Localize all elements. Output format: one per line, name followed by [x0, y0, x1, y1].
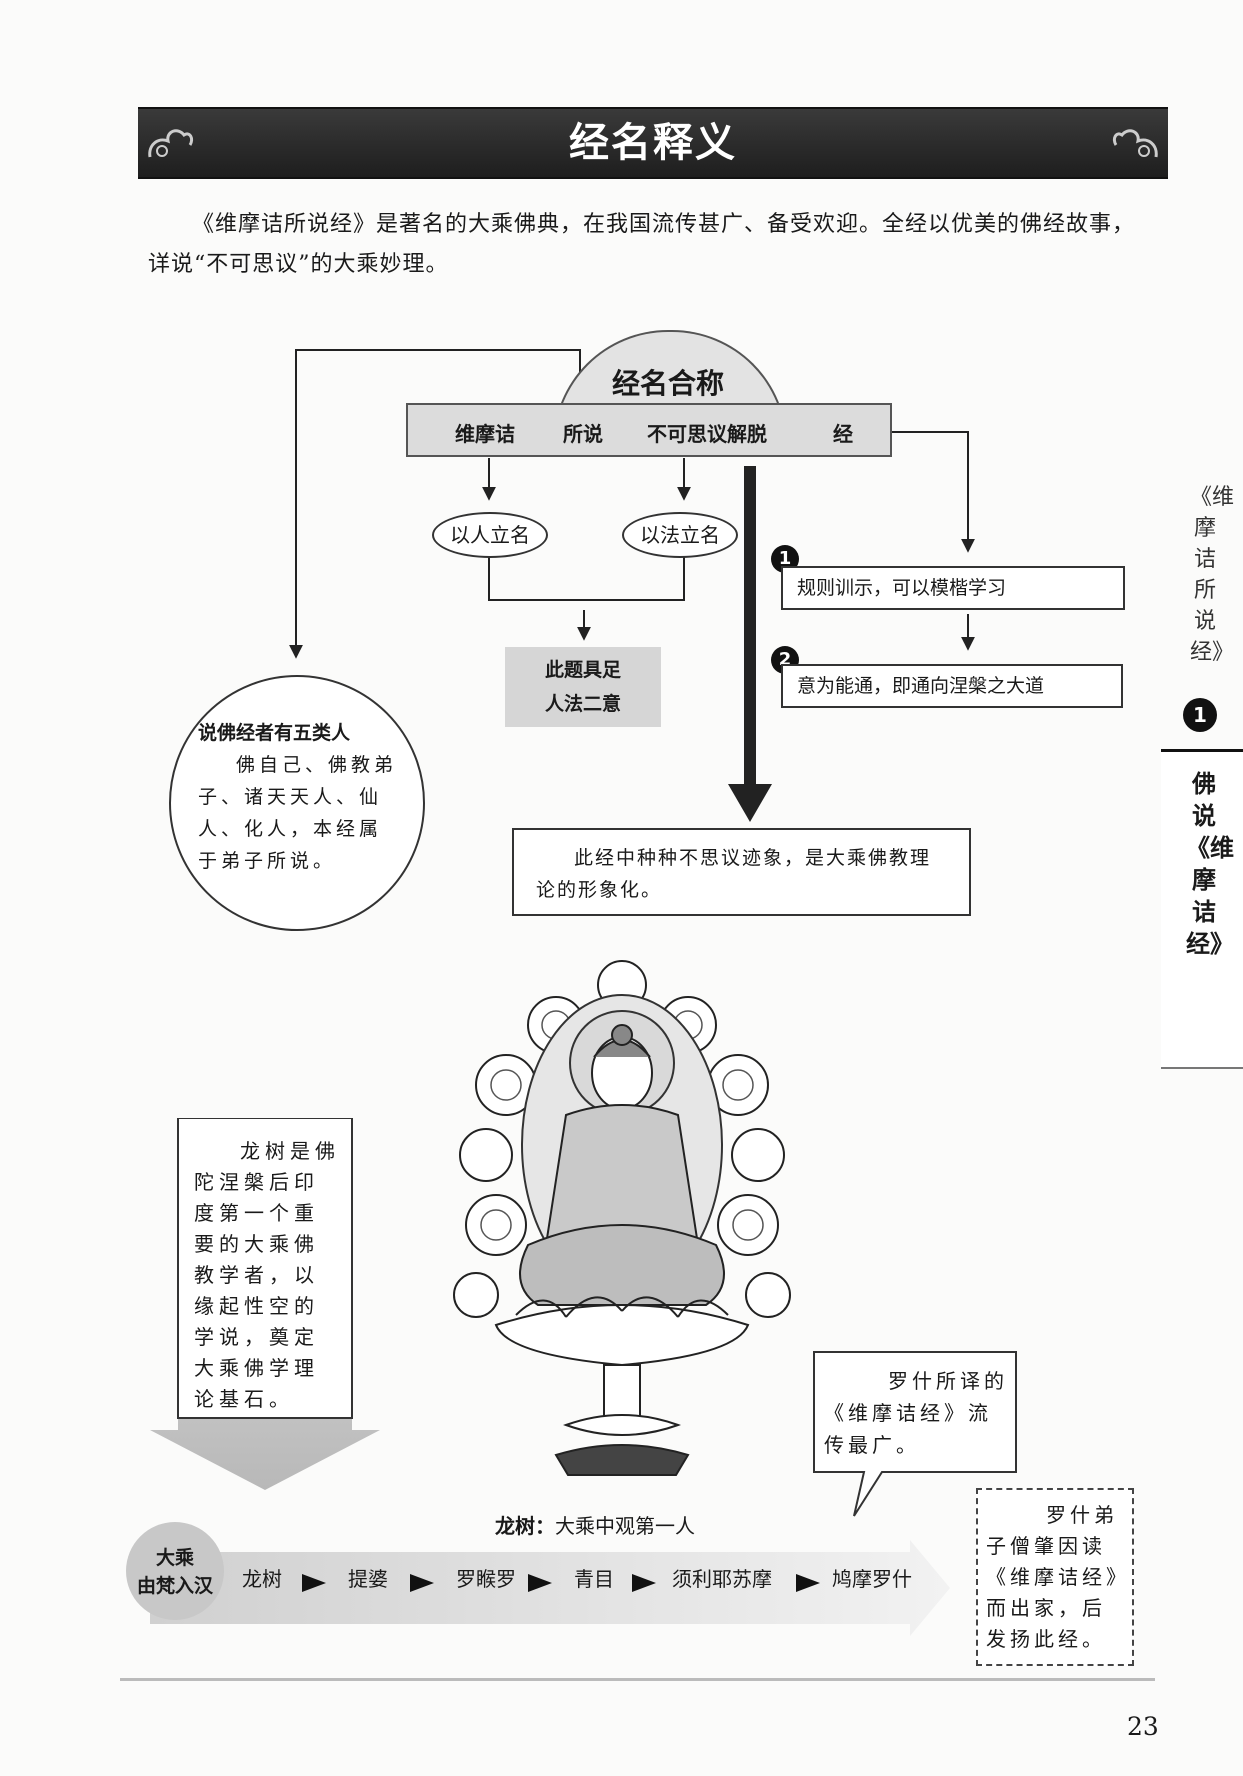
- arrow-right-icon: [632, 1574, 656, 1592]
- page-number: 23: [1127, 1712, 1159, 1741]
- lineage-name: 龙树: [242, 1567, 282, 1591]
- arrow-right-icon: [796, 1574, 820, 1592]
- caption-text: 大乘中观第一人: [555, 1514, 695, 1538]
- lineage-name: 青目: [574, 1567, 614, 1591]
- number-1-icon: 1: [771, 545, 799, 573]
- arrow-right-icon: [410, 1574, 434, 1592]
- circle-body: 佛自己、佛教弟子、诸天天人、仙人、化人，本经属于弟子所说。: [198, 754, 398, 872]
- five-speakers-text: 说佛经者有五类人 佛自己、佛教弟子、诸天天人、仙人、化人，本经属于弟子所说。: [198, 717, 398, 877]
- side-chapter-title: 佛说《维摩诘经》: [1186, 770, 1234, 958]
- sutra-name-bar: [406, 403, 892, 457]
- lineage-name: 罗睺罗: [456, 1567, 516, 1591]
- meaning-1-box: 规则训示，可以模楷学习: [781, 566, 1125, 610]
- lineage-name: 鸠摩罗什: [832, 1567, 912, 1591]
- number-2-icon: 2: [771, 646, 799, 674]
- circle-title: 说佛经者有五类人: [198, 722, 351, 744]
- inconceivable-note: 此经中种种不思议迹象，是大乘佛教理论的形象化。: [512, 828, 971, 916]
- sengzhao-note: 罗什弟子僧肇因读《维摩诘经》而出家，后发扬此经。: [986, 1503, 1120, 1651]
- bottom-rule: [120, 1678, 1155, 1681]
- arrow-right-icon: [302, 1574, 326, 1592]
- title-banner: 经名释义: [138, 107, 1168, 179]
- lineage-label: 大乘 由梵入汉: [126, 1544, 224, 1600]
- intro-paragraph: 《维摩诘所说经》是著名的大乘佛典，在我国流传甚广、备受欢迎。全经以优美的佛经故事…: [148, 212, 1136, 277]
- topic-line-2: 人法二意: [544, 693, 621, 715]
- five-speakers-circle: [169, 675, 425, 931]
- lineage-label-1: 大乘: [155, 1547, 194, 1569]
- lineage-name: 提婆: [348, 1567, 388, 1591]
- side-chapter-tab: [1161, 749, 1243, 1069]
- volume-number-icon: 1: [1183, 698, 1217, 732]
- name-part-vimalakirti: 维摩诘: [455, 422, 515, 446]
- name-part-spoken: 所说: [563, 422, 603, 446]
- lineage-label-circle: [126, 1522, 224, 1620]
- lineage-label-2: 由梵入汉: [136, 1575, 213, 1597]
- name-part-sutra: 经: [833, 422, 853, 446]
- side-volume-title: 《维摩诘所说经》: [1190, 485, 1235, 665]
- topic-box: 此题具足 人法二意: [505, 647, 661, 727]
- page-title: 经名释义: [569, 120, 737, 166]
- bubble-text: 罗什所译的《维摩诘经》流传最广。: [824, 1369, 1008, 1457]
- sengzhao-note-box: [976, 1488, 1134, 1666]
- cloud-ornament-icon: [148, 129, 194, 158]
- illustration-caption: 龙树：大乘中观第一人: [495, 1510, 695, 1539]
- cloud-ornament-icon: [1112, 129, 1158, 158]
- topic-line-1: 此题具足: [544, 659, 621, 681]
- nagarjuna-note: 龙树是佛陀涅槃后印度第一个重要的大乘佛教学者，以缘起性空的学说，奠定大乘佛学理论…: [194, 1139, 340, 1411]
- oval-by-person: 以人立名: [432, 512, 548, 558]
- arrow-right-icon: [528, 1574, 552, 1592]
- nagarjuna-illustration: [453, 960, 791, 1476]
- meaning-2-box: 意为能通，即通向涅槃之大道: [781, 664, 1123, 708]
- nagarjuna-note-arrow: [150, 1118, 380, 1490]
- lineage-name: 须利耶苏摩: [672, 1567, 772, 1591]
- name-part-inconceivable: 不可思议解脱: [647, 422, 767, 446]
- oval-by-dharma: 以法立名: [622, 512, 738, 558]
- speech-bubble: [813, 1351, 1017, 1517]
- caption-bold: 龙树：: [495, 1514, 555, 1538]
- arch-title: 经名合称: [611, 367, 724, 400]
